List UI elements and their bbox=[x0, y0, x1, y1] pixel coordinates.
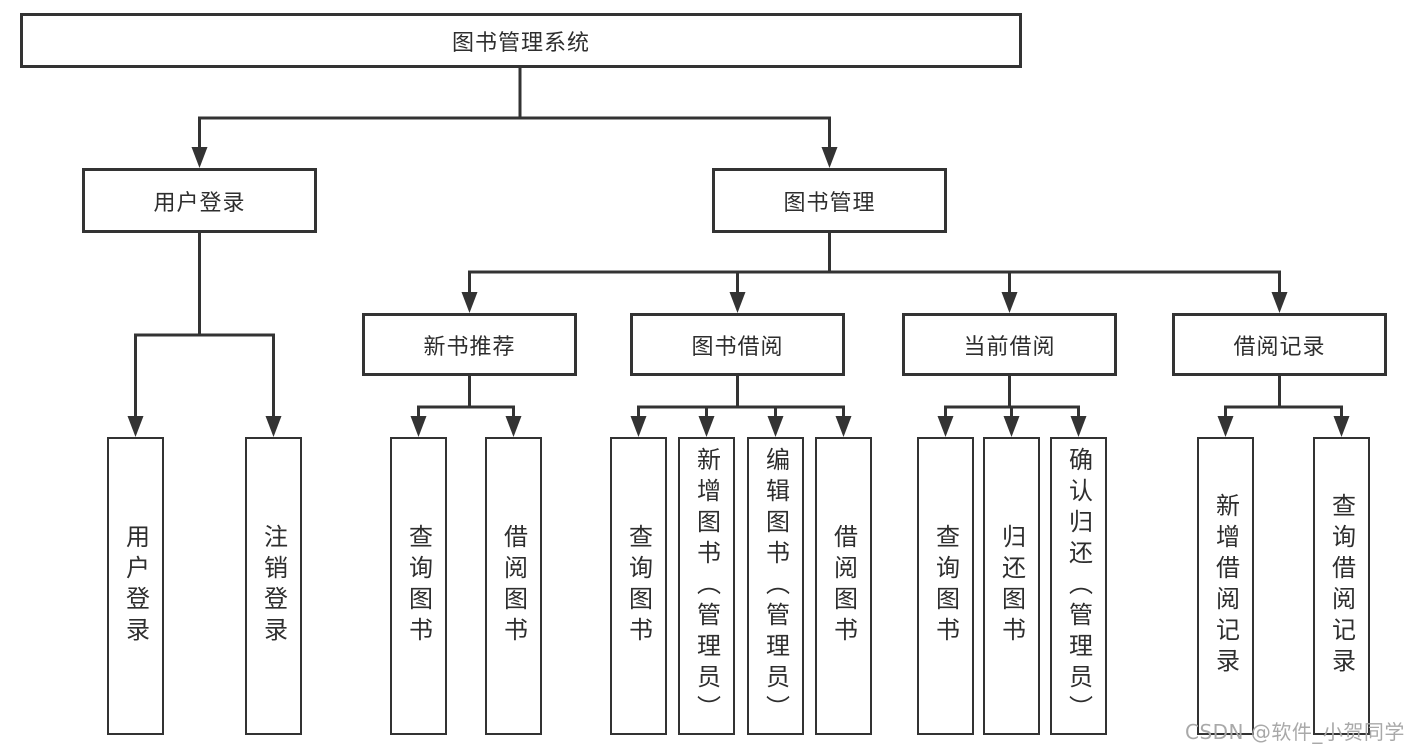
leaf-add-book-admin: 新增图书（管理员） bbox=[678, 437, 735, 735]
node-borrow-records: 借阅记录 bbox=[1172, 313, 1387, 376]
leaf-borrow-books-borrowing: 借阅图书 bbox=[815, 437, 872, 735]
leaf-edit-book-admin: 编辑图书（管理员） bbox=[747, 437, 804, 735]
leaf-query-books-current: 查询图书 bbox=[917, 437, 974, 735]
leaf-add-borrow-record: 新增借阅记录 bbox=[1197, 437, 1254, 735]
node-book-borrowing: 图书借阅 bbox=[630, 313, 845, 376]
node-current-borrowing: 当前借阅 bbox=[902, 313, 1117, 376]
leaf-query-books-newrec: 查询图书 bbox=[390, 437, 447, 735]
csdn-watermark: CSDN @软件_小贺同学 bbox=[1185, 720, 1405, 744]
node-system-root: 图书管理系统 bbox=[20, 13, 1022, 68]
node-user-login: 用户登录 bbox=[82, 168, 317, 233]
node-new-book-recommend: 新书推荐 bbox=[362, 313, 577, 376]
leaf-return-book: 归还图书 bbox=[983, 437, 1040, 735]
arrowhead-icons bbox=[127, 147, 1350, 437]
node-book-management: 图书管理 bbox=[712, 168, 947, 233]
leaf-confirm-return-admin: 确认归还（管理员） bbox=[1050, 437, 1107, 735]
leaf-query-books-borrowing: 查询图书 bbox=[610, 437, 667, 735]
leaf-user-login: 用户登录 bbox=[107, 437, 164, 735]
leaf-logout: 注销登录 bbox=[245, 437, 302, 735]
leaf-query-borrow-record: 查询借阅记录 bbox=[1313, 437, 1370, 735]
leaf-borrow-books-newrec: 借阅图书 bbox=[485, 437, 542, 735]
